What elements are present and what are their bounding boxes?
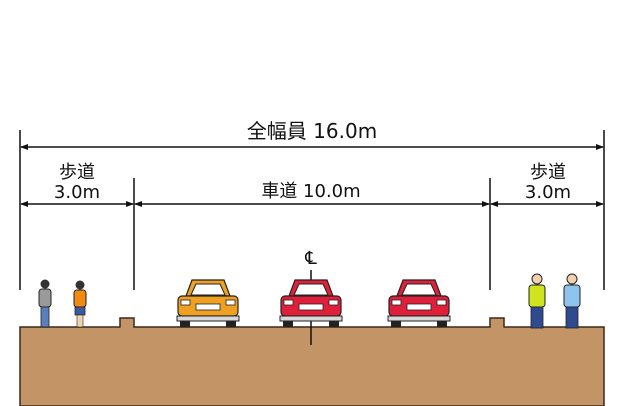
- pedestrian-right-2: [563, 273, 581, 329]
- left-sidewalk-width: 3.0m: [54, 182, 100, 203]
- car-red-right: [387, 279, 451, 327]
- right-sidewalk-width: 3.0m: [525, 182, 571, 203]
- pedestrian-left-2: [73, 280, 87, 328]
- roadway-label: 車道 10.0m: [261, 181, 360, 202]
- pedestrian-right-1: [528, 273, 546, 329]
- car-red-center: [279, 279, 343, 327]
- ground: [19, 317, 605, 406]
- centerline-symbol: ℄: [304, 248, 317, 269]
- pedestrian-left-1: [38, 279, 52, 328]
- car-orange: [176, 279, 240, 327]
- left-sidewalk-name: 歩道: [59, 162, 95, 183]
- right-sidewalk-name: 歩道: [530, 162, 566, 183]
- total-width-label: 全幅員 16.0m: [247, 119, 377, 143]
